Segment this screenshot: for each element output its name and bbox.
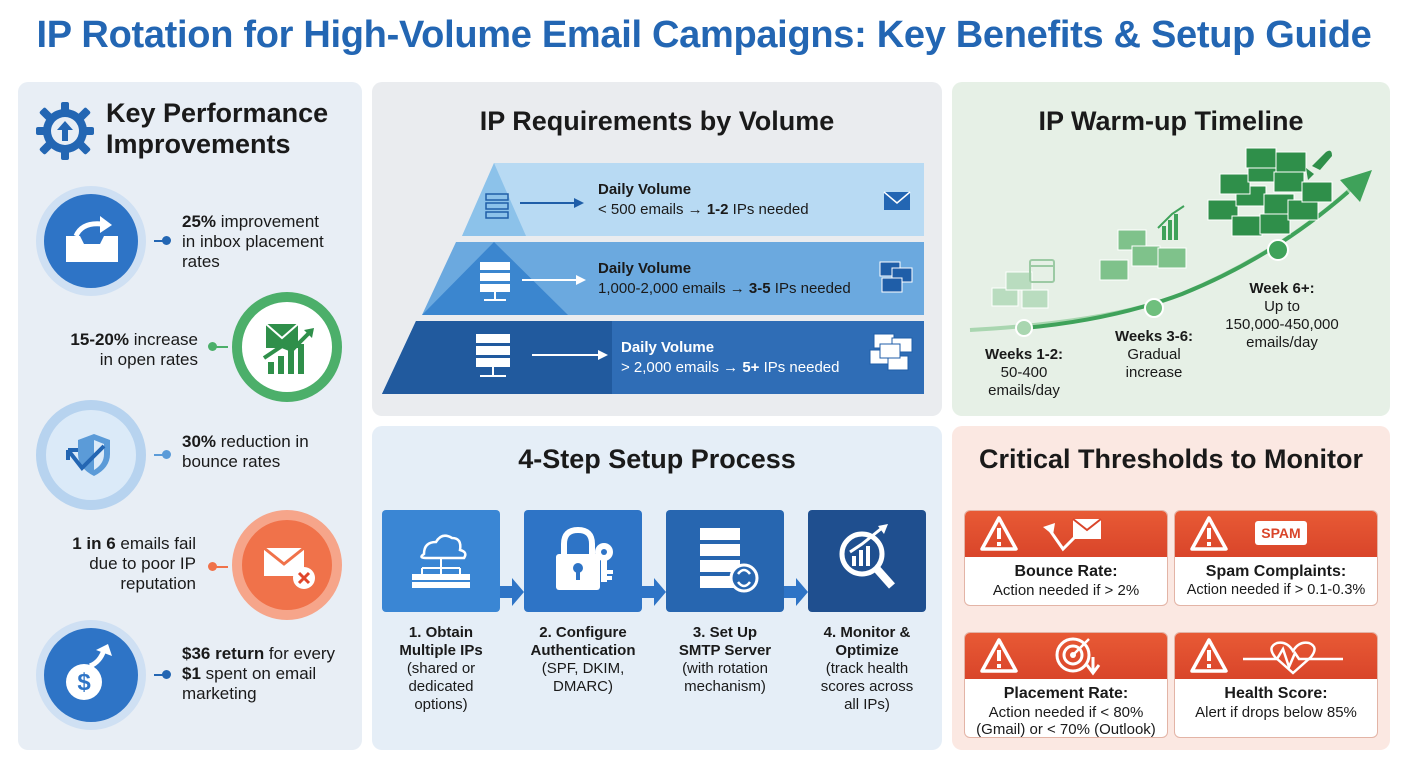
health-score-card: Health Score: Alert if drops below 85% bbox=[1174, 632, 1378, 738]
connector bbox=[154, 240, 168, 242]
step-3-box bbox=[666, 510, 784, 612]
volume-pyramid bbox=[382, 163, 924, 394]
rocket-icon bbox=[1306, 150, 1332, 180]
bounce-envelope-icon bbox=[1043, 518, 1102, 552]
roi-circle: $ bbox=[36, 620, 146, 730]
kpi-title: Key Performance Improvements bbox=[106, 98, 329, 159]
calendar-icon bbox=[1029, 259, 1055, 283]
step-arrows bbox=[500, 578, 808, 606]
open-rate-circle bbox=[232, 292, 342, 402]
email-error-icon bbox=[263, 546, 315, 589]
dollar-growth-icon: $ bbox=[66, 644, 112, 700]
bounce-rate-card: Bounce Rate: Action needed if > 2% bbox=[964, 510, 1168, 606]
envelope-stack-icon bbox=[879, 261, 913, 293]
svg-text:$: $ bbox=[77, 669, 91, 696]
warning-icon bbox=[980, 516, 1018, 551]
weeks-3-6-label: Weeks 3-6: Gradual increase bbox=[1114, 328, 1194, 381]
envelope-cluster-small bbox=[991, 271, 1049, 309]
inbox-circle bbox=[36, 186, 146, 296]
weeks-1-2-label: Weeks 1-2: 50-400 emails/day bbox=[984, 346, 1064, 399]
spam-complaints-card: SPAM Spam Complaints: Action needed if >… bbox=[1174, 510, 1378, 606]
spam-badge: SPAM bbox=[1255, 521, 1307, 545]
warning-icon bbox=[980, 638, 1018, 673]
kpi-roi-text: $36 return for every $1 spent on email m… bbox=[182, 644, 336, 703]
cloud-network-icon bbox=[412, 534, 470, 588]
growth-chart-icon bbox=[262, 323, 314, 374]
placement-rate-card: Placement Rate: Action needed if < 80% (… bbox=[964, 632, 1168, 738]
smtp-server-icon bbox=[700, 528, 759, 593]
tier-3-label: Daily Volume > 2,000 emails → 5+ IPs nee… bbox=[621, 339, 840, 376]
server-icon bbox=[476, 334, 510, 377]
connector-dot bbox=[208, 342, 217, 351]
shield-arrow-icon bbox=[66, 434, 110, 476]
connector-dot bbox=[208, 562, 217, 571]
step-2-box bbox=[524, 510, 642, 612]
warning-icon bbox=[1190, 638, 1228, 673]
warmup-panel: IP Warm-up Timeline bbox=[952, 82, 1390, 416]
envelope-cluster-large bbox=[1207, 147, 1333, 237]
server-icon bbox=[485, 193, 509, 219]
ip-requirements-panel: IP Requirements by Volume bbox=[372, 82, 942, 416]
magnifier-chart-icon bbox=[839, 524, 895, 589]
week-6-label: Week 6+: Up to 150,000-450,000 emails/da… bbox=[1225, 280, 1339, 351]
bar-chart-icon bbox=[1157, 205, 1185, 240]
key-performance-panel: Key Performance Improvements 25% improve… bbox=[18, 82, 362, 750]
kpi-inbox-text: 25% improvement in inbox placement rates bbox=[182, 212, 324, 271]
tier-1-label: Daily Volume < 500 emails → 1-2 IPs need… bbox=[598, 181, 809, 218]
server-icon bbox=[480, 262, 510, 301]
setup-title: 4-Step Setup Process bbox=[518, 444, 796, 474]
lock-key-icon bbox=[556, 526, 613, 590]
warmup-title: IP Warm-up Timeline bbox=[1038, 106, 1304, 136]
inbox-icon bbox=[66, 216, 118, 262]
connector bbox=[214, 566, 228, 568]
heart-pulse-icon bbox=[1243, 641, 1343, 675]
warning-icon bbox=[1190, 516, 1228, 551]
requirements-title: IP Requirements by Volume bbox=[479, 106, 835, 136]
page-title: IP Rotation for High-Volume Email Campai… bbox=[36, 14, 1372, 56]
envelope-stack-icon bbox=[869, 333, 913, 371]
critical-panel: Critical Thresholds to Monitor Bounce Ra… bbox=[952, 426, 1390, 750]
target-icon bbox=[1055, 637, 1101, 676]
kpi-open-text: 15-20% increase in open rates bbox=[70, 330, 198, 369]
connector-dot bbox=[162, 670, 171, 679]
gear-upload-icon bbox=[36, 102, 94, 160]
bounce-circle bbox=[36, 400, 146, 510]
warmup-curve bbox=[969, 147, 1372, 337]
fail-circle bbox=[232, 510, 342, 620]
step-1-box bbox=[382, 510, 500, 612]
kpi-fail-text: 1 in 6 emails fail due to poor IP reputa… bbox=[72, 534, 196, 593]
tier-2-label: Daily Volume 1,000-2,000 emails → 3-5 IP… bbox=[598, 260, 851, 297]
connector-dot bbox=[162, 236, 171, 245]
critical-title: Critical Thresholds to Monitor bbox=[978, 444, 1363, 474]
setup-panel: 4-Step Setup Process bbox=[372, 426, 942, 750]
connector bbox=[154, 454, 168, 456]
connector bbox=[214, 346, 228, 348]
connector-dot bbox=[162, 450, 171, 459]
kpi-bounce-text: 30% reduction in bounce rates bbox=[182, 432, 309, 471]
step-4-box bbox=[808, 510, 926, 612]
connector bbox=[154, 674, 168, 676]
envelope-cluster-medium bbox=[1099, 229, 1187, 281]
envelope-icon bbox=[883, 191, 911, 210]
